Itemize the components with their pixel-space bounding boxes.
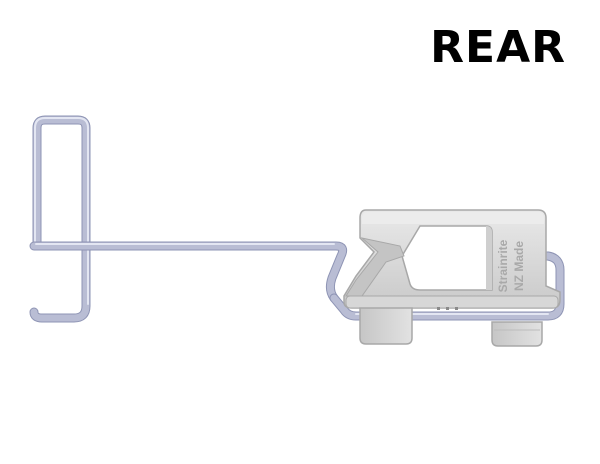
wire-hook-loop-highlight (34, 117, 89, 305)
clip-left-foot (359, 307, 413, 345)
clip-right-foot (491, 321, 543, 347)
clip (343, 209, 561, 347)
clip-window (401, 225, 493, 291)
wire-hook-loop-shadow (29, 115, 91, 323)
wire-hook-loop (30, 116, 90, 322)
clip-embossing: Strainrite NZ Made (496, 239, 526, 292)
wire-shaft (30, 242, 347, 302)
clip-bottom-rail (345, 295, 559, 309)
wire-lower-loop (330, 252, 564, 320)
wire-shaft-shadow (29, 241, 348, 303)
clip-detail-dots (437, 307, 458, 310)
clip-window-bevel (486, 226, 492, 290)
clip-top-face (362, 212, 544, 224)
clip-embossing-line1: Strainrite (496, 239, 510, 292)
clip-embossing-line2: NZ Made (512, 241, 526, 291)
view-label: REAR (430, 22, 566, 73)
